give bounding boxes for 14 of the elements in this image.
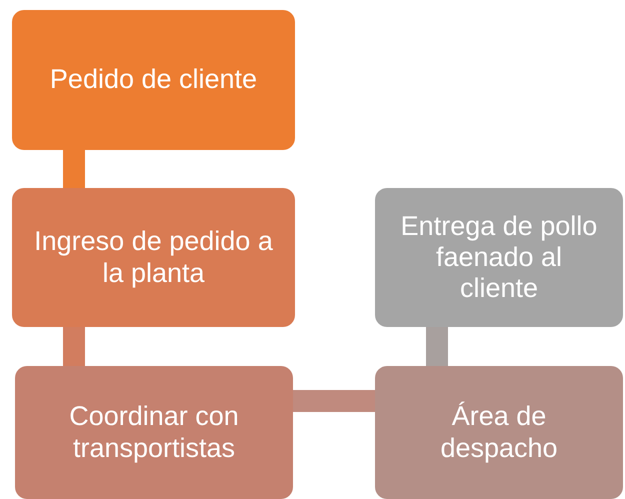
- box-label: Pedido de cliente: [50, 64, 258, 96]
- process-box: [375, 366, 623, 499]
- connector-bar: [63, 327, 85, 366]
- box-label: Área de despacho: [439, 401, 559, 464]
- process-box: [12, 188, 295, 327]
- process-box: [12, 10, 295, 150]
- connector-bar: [426, 327, 448, 366]
- box-label: Entrega de pollo faenado al cliente: [400, 210, 598, 304]
- connector-bar: [63, 150, 85, 188]
- box-label: Coordinar con transportistas: [68, 401, 240, 464]
- process-box: [375, 188, 623, 327]
- box-label: Ingreso de pedido a la planta: [34, 226, 273, 289]
- connector-bar: [293, 390, 375, 412]
- process-box: [15, 366, 293, 499]
